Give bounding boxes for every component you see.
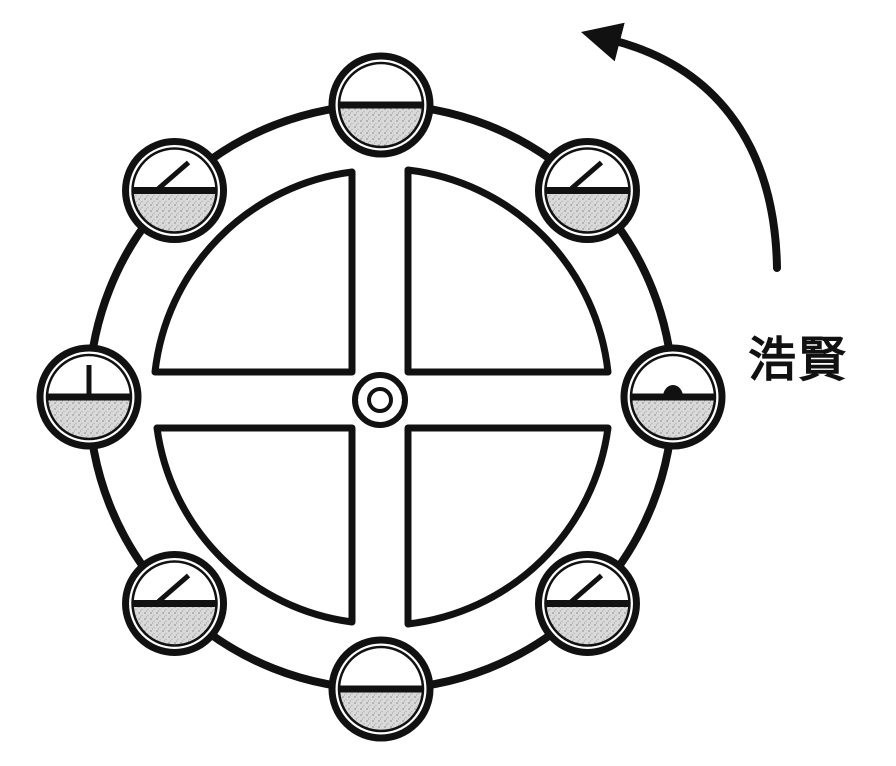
bucket-water xyxy=(544,190,631,234)
hub-icon xyxy=(352,372,408,428)
bucket-water xyxy=(46,397,132,440)
paddle-bucket xyxy=(122,550,228,656)
diagram-label: 浩賢 xyxy=(748,332,849,388)
bucket-water xyxy=(630,397,716,440)
paddle-ring xyxy=(36,52,726,742)
panel-top-left xyxy=(151,168,356,376)
panel-bottom-left xyxy=(153,424,356,626)
bucket-water xyxy=(338,689,424,732)
paddle-bucket xyxy=(534,138,640,244)
paddle-bucket xyxy=(328,52,434,158)
paddle-bucket xyxy=(36,344,142,450)
panel-bottom-right xyxy=(404,424,612,628)
paddle-bucket xyxy=(328,636,434,742)
paddle-bucket xyxy=(620,344,726,450)
bucket-water xyxy=(131,603,218,647)
wheel-panels xyxy=(151,166,612,628)
paddle-bucket xyxy=(534,550,640,656)
curved-arrow-icon xyxy=(581,22,781,272)
paddle-bucket xyxy=(122,138,228,244)
bucket-water xyxy=(544,603,631,647)
panel-top-right xyxy=(404,166,612,376)
bucket-water xyxy=(131,190,218,234)
bucket-water xyxy=(338,105,424,148)
